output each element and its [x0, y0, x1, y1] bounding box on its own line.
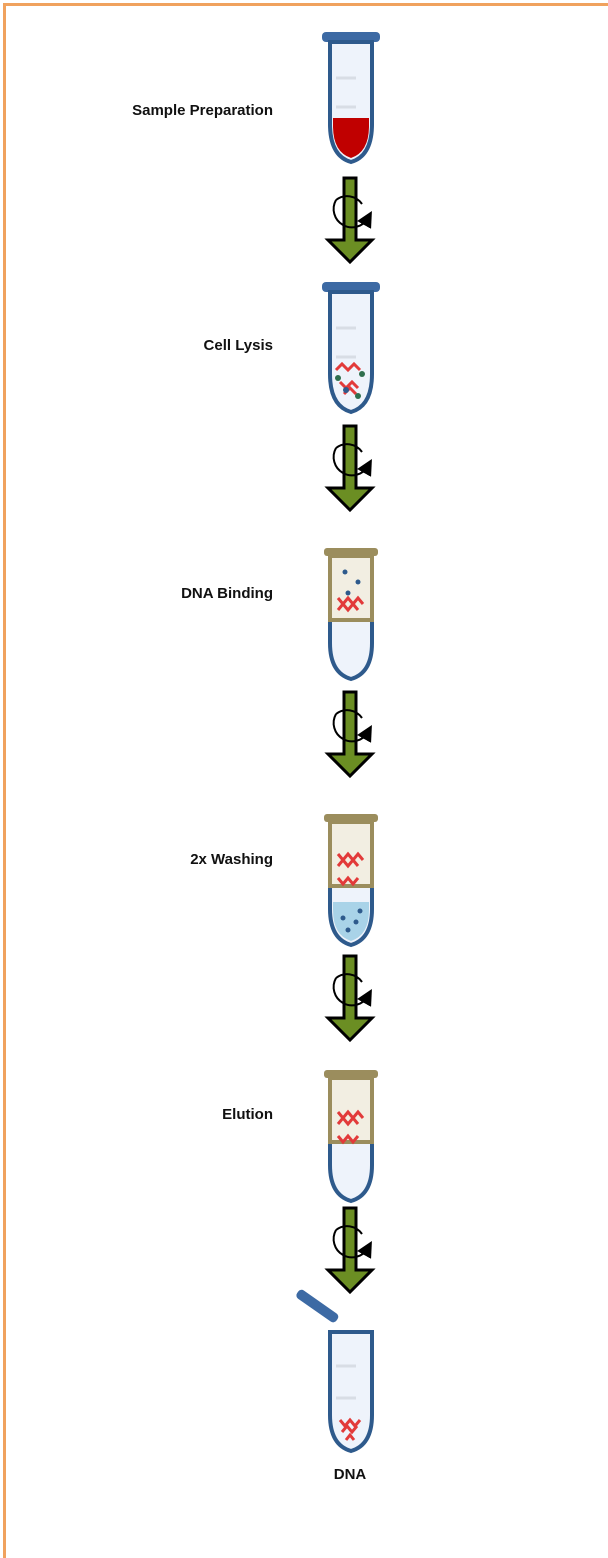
impurity — [357, 908, 363, 914]
purified-dna — [340, 1423, 359, 1435]
eluted-dna — [336, 1133, 360, 1145]
dna-tube — [296, 1289, 374, 1454]
spin-column — [328, 820, 374, 888]
purified-dna — [344, 1432, 356, 1441]
final-label-dna: DNA — [333, 1466, 367, 1483]
sample-tube — [322, 32, 380, 165]
step-label-washing: 2x Washing — [190, 851, 273, 868]
tube-body — [328, 1330, 374, 1454]
lysis-tube — [322, 282, 380, 415]
elution-tube — [324, 1070, 378, 1204]
centrifuge-arrow-icon — [324, 690, 376, 779]
diagram-frame — [3, 3, 608, 1558]
impurity — [340, 915, 346, 921]
centrifuge-arrow-icon — [324, 176, 376, 265]
centrifuge-arrow-icon — [324, 424, 376, 513]
bound-dna — [336, 601, 360, 613]
tube-lid — [322, 32, 380, 42]
impurity — [355, 579, 361, 585]
blood-sample — [333, 118, 369, 158]
centrifuge-arrow-icon — [324, 1206, 376, 1295]
step-label-dna-binding: DNA Binding — [181, 585, 273, 602]
step-label-elution: Elution — [222, 1106, 273, 1123]
washing-tube — [324, 814, 378, 948]
tube-lid-open — [296, 1289, 339, 1323]
bound-dna — [336, 875, 360, 887]
step-label-sample-preparation: Sample Preparation — [132, 102, 273, 119]
impurity — [345, 927, 351, 933]
spin-column — [328, 1076, 374, 1144]
centrifuge-arrow-icon — [324, 954, 376, 1043]
cell-debris — [343, 387, 349, 393]
tube-lid — [322, 282, 380, 292]
cell-debris — [355, 393, 361, 399]
impurity — [353, 919, 359, 925]
cell-debris — [359, 371, 365, 377]
bound-dna — [336, 857, 360, 869]
step-label-cell-lysis: Cell Lysis — [203, 337, 273, 354]
impurity — [345, 590, 351, 596]
eluted-dna — [336, 1115, 360, 1127]
purified-dna — [338, 1417, 362, 1429]
spin-column — [328, 554, 374, 622]
impurity — [342, 569, 348, 575]
tube-body — [328, 290, 374, 415]
binding-tube — [324, 548, 378, 682]
cell-debris — [335, 375, 341, 381]
